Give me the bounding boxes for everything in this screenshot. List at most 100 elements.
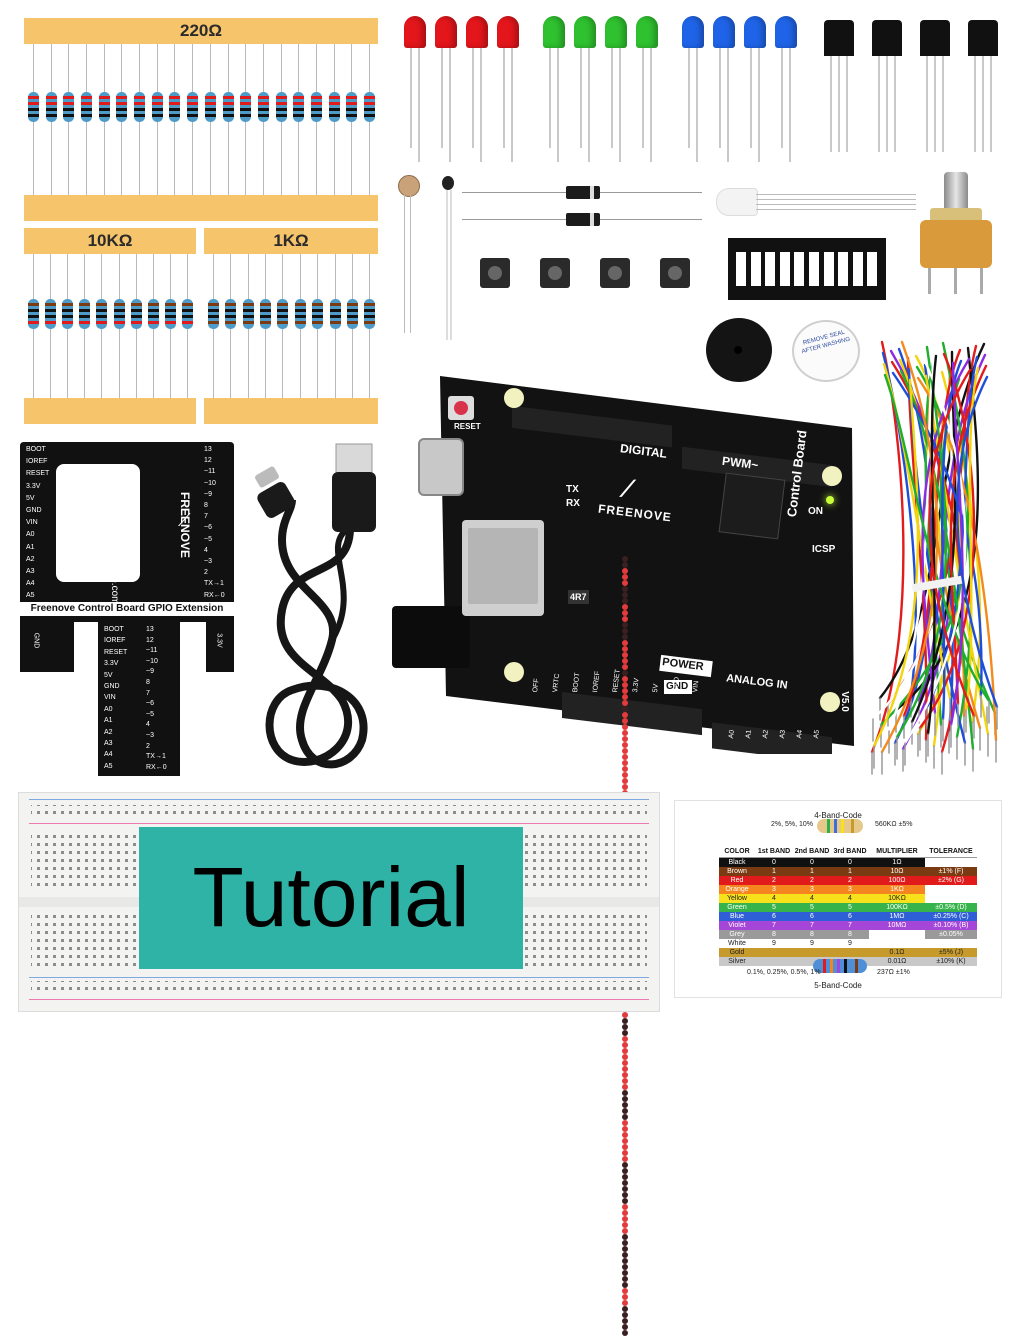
resistor-band — [329, 309, 341, 313]
table-cell: ±0.25% (C) — [925, 912, 977, 921]
reset-button[interactable] — [448, 396, 474, 420]
breadboard: Tutorial — [18, 792, 660, 1012]
resistor-band — [151, 114, 163, 118]
transistor — [968, 20, 998, 56]
transistor-leg — [894, 56, 896, 152]
resistor-band — [79, 303, 91, 307]
rx-label: RX — [566, 498, 580, 509]
resistor-band — [346, 309, 358, 313]
table-cell: 1 — [831, 867, 869, 876]
led — [574, 16, 596, 48]
pin-label: 5V — [104, 671, 113, 679]
resistor-band — [346, 303, 358, 307]
pin-label: A0 — [728, 729, 736, 739]
resistor-band — [165, 315, 177, 319]
led — [713, 16, 735, 48]
table-cell: 7 — [793, 921, 831, 930]
table-cell: 1 — [755, 867, 793, 876]
band4-right: 560KΩ ±5% — [875, 821, 913, 828]
jumper-wire — [926, 354, 938, 736]
resistor — [96, 299, 108, 330]
resistor-band — [328, 96, 340, 100]
transistor-leg — [838, 56, 840, 152]
resistor — [346, 299, 358, 330]
led-leg — [511, 48, 513, 162]
resistor-band — [242, 315, 254, 319]
table-cell: Silver — [719, 957, 755, 966]
matrix-led — [622, 658, 628, 664]
resistor-band — [62, 321, 73, 325]
resistor-band — [79, 315, 91, 319]
resistor-band — [113, 321, 125, 325]
usb-cable — [255, 443, 376, 769]
resistor-band — [113, 303, 125, 307]
pin-label: 3.3V — [632, 677, 641, 693]
pin-label: 2 — [204, 569, 208, 577]
resistor-band — [79, 309, 91, 313]
resistor-band — [98, 114, 110, 118]
table-header-cell: COLOR — [719, 847, 755, 858]
jumper-wire — [956, 375, 999, 709]
resistor-band — [96, 321, 108, 325]
table-cell: ±2% (G) — [925, 876, 977, 885]
resistor — [116, 92, 128, 123]
resistor-band — [364, 309, 376, 313]
resistor — [225, 299, 237, 330]
resistor-row — [204, 254, 378, 398]
reset-label: RESET — [454, 422, 481, 431]
resistor — [44, 299, 56, 330]
pin-label: RX←0 — [146, 763, 167, 771]
resistor-band — [96, 303, 108, 307]
active-buzzer: REMOVE SEAL AFTER WASHING — [792, 320, 860, 382]
matrix-led — [622, 736, 628, 742]
resistor-band — [63, 96, 75, 100]
led — [636, 16, 658, 48]
resistor-band — [27, 114, 39, 118]
resistor — [277, 299, 289, 330]
pin-label: GND — [672, 676, 681, 693]
pin-label: ~11 — [204, 468, 216, 476]
led-leg — [642, 48, 644, 148]
resistor-diagram-top — [817, 819, 863, 833]
matrix-led — [622, 1018, 628, 1024]
table-cell: ±0.05% — [925, 930, 977, 939]
led-leg — [580, 48, 582, 148]
resistor-tape-top: 220Ω — [24, 18, 378, 44]
led-leg — [418, 48, 420, 162]
resistor-band — [207, 309, 219, 313]
pin-label: ~6 — [204, 524, 212, 532]
pin-label: 8 — [146, 679, 150, 686]
table-cell: 3 — [755, 885, 793, 894]
resistor-band — [187, 114, 199, 118]
led — [497, 16, 519, 48]
resistor-band — [328, 102, 340, 106]
on-label: ON — [808, 506, 823, 517]
table-cell: 9 — [793, 939, 831, 948]
table-cell: 1Ω — [869, 858, 925, 867]
pin-label: VRTC — [552, 673, 562, 693]
table-cell: 0.01Ω — [869, 957, 925, 966]
table-cell: Grey — [719, 930, 755, 939]
resistor — [364, 299, 376, 330]
resistor-band — [148, 309, 159, 313]
resistor-band — [329, 321, 341, 325]
table-cell: 8 — [831, 930, 869, 939]
resistor — [257, 92, 269, 123]
resistor-band — [259, 309, 271, 313]
pin-label: ~3 — [146, 732, 154, 739]
resistor-band — [27, 303, 39, 307]
resistor-band — [240, 102, 252, 106]
resistor-tape-bottom — [24, 398, 196, 424]
resistor — [293, 92, 305, 123]
led — [682, 16, 704, 48]
resistor-band — [134, 114, 146, 118]
led-leg — [588, 48, 590, 162]
pin-label: 7 — [146, 689, 150, 697]
band5-right: 237Ω ±1% — [877, 969, 910, 976]
pin-label: ~6 — [146, 700, 154, 708]
table-header-cell: 2nd BAND — [793, 847, 831, 858]
push-button — [600, 258, 630, 288]
resistor-band — [277, 309, 289, 313]
resistor-band — [275, 108, 287, 112]
